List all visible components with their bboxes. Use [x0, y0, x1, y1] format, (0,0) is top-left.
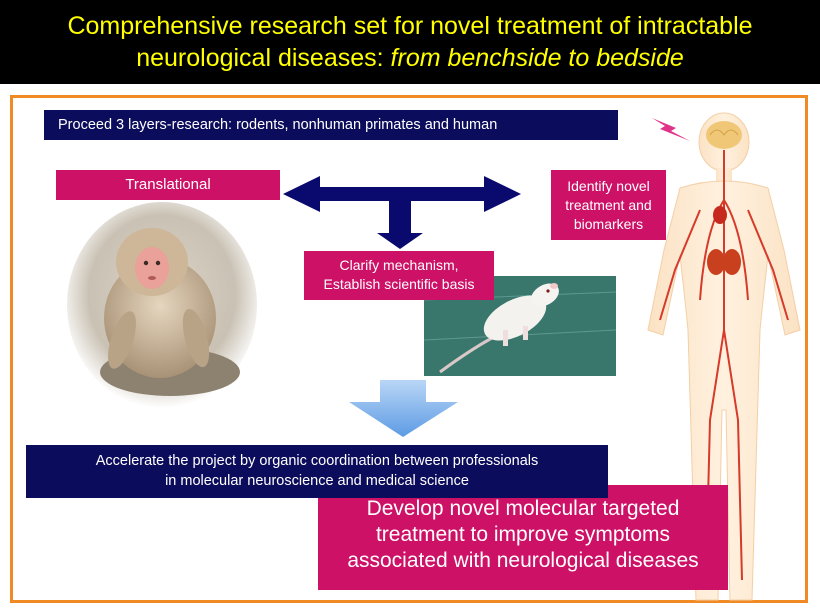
clarify-mechanism-box: Clarify mechanism, Establish scientific … — [304, 251, 494, 300]
identify-line-3: biomarkers — [573, 216, 644, 232]
identify-line-1: Identify novel — [567, 178, 650, 194]
accelerate-line-2: in molecular neuroscience and medical sc… — [165, 473, 469, 489]
translational-box: Translational — [56, 170, 280, 200]
macaque-photo — [67, 202, 257, 408]
develop-line-2: treatment to improve symptoms — [375, 523, 671, 546]
double-headed-arrow — [283, 176, 521, 249]
develop-treatment-box: Develop novel molecular targeted treatme… — [318, 485, 728, 590]
clarify-line-2: Establish scientific basis — [323, 276, 475, 292]
title-line-2-plain: neurological diseases: — [136, 44, 384, 72]
title-line-2: neurological diseases: from benchside to… — [0, 42, 820, 74]
down-arrow — [349, 380, 458, 437]
three-layers-box: Proceed 3 layers-research: rodents, nonh… — [44, 110, 618, 140]
accelerate-project-box: Accelerate the project by organic coordi… — [26, 445, 608, 498]
identify-treatment-box: Identify novel treatment and biomarkers — [551, 170, 666, 240]
accelerate-line-1: Accelerate the project by organic coordi… — [95, 453, 539, 469]
develop-line-1: Develop novel molecular targeted — [366, 497, 680, 520]
slide-title: Comprehensive research set for novel tre… — [0, 0, 820, 84]
human-body-illustration — [647, 112, 801, 601]
title-line-2-italic: from benchside to bedside — [390, 44, 684, 72]
develop-line-3: associated with neurological diseases — [347, 549, 699, 572]
title-line-1: Comprehensive research set for novel tre… — [67, 12, 753, 40]
clarify-line-1: Clarify mechanism, — [339, 257, 459, 273]
identify-line-2: treatment and — [565, 197, 652, 213]
lightning-icon — [652, 118, 690, 141]
